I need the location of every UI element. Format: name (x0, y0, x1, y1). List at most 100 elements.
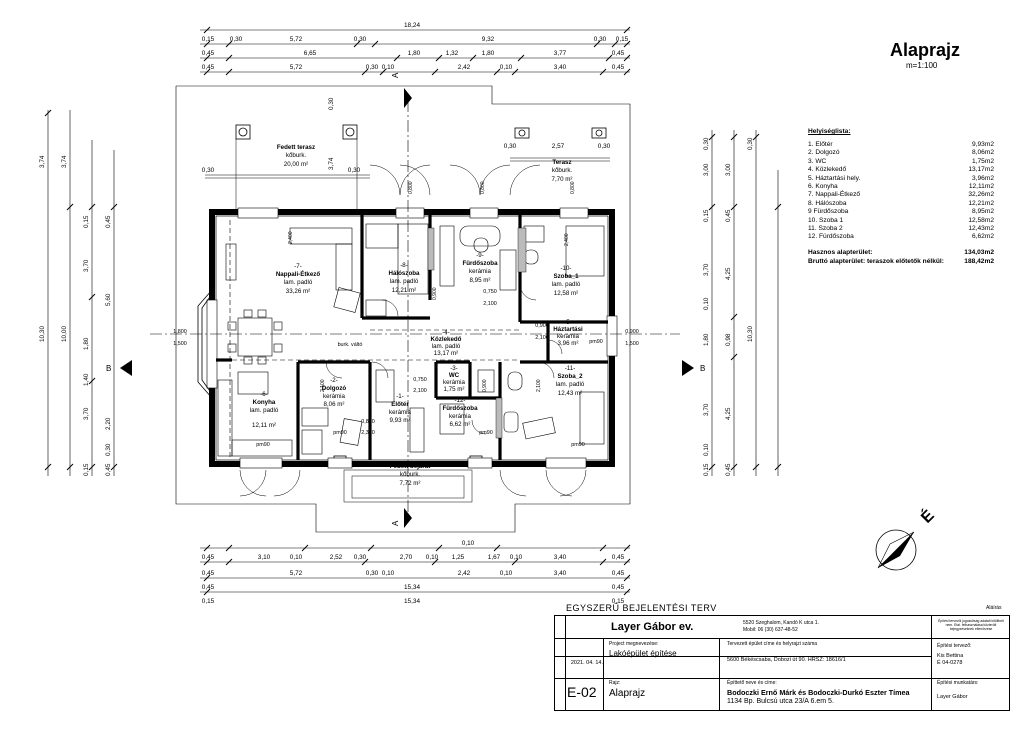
svg-text:33,26 m²: 33,26 m² (286, 288, 310, 295)
svg-text:3,96 m²: 3,96 m² (558, 340, 579, 347)
desk (301, 407, 329, 427)
svg-text:Előtér: Előtér (391, 401, 409, 408)
stamp-note: Építési tervezői jogosultság adatait kit… (938, 619, 1004, 632)
svg-text:0,900: 0,900 (432, 287, 438, 300)
svg-text:0,45: 0,45 (725, 209, 732, 222)
svg-text:2,400: 2,400 (288, 231, 294, 244)
svg-text:0,45: 0,45 (105, 463, 112, 476)
section-markers (120, 88, 694, 528)
svg-text:-1-: -1- (396, 393, 404, 400)
gross-area: Bruttó alapterület: teraszok előtetők né… (808, 257, 994, 265)
svg-text:lam. padló: lam. padló (250, 407, 279, 414)
svg-text:kerámia: kerámia (449, 413, 472, 420)
svg-text:0,45: 0,45 (612, 554, 625, 561)
svg-text:1,67: 1,67 (488, 554, 501, 561)
company-address: 5520 Szeghalom, Kandó K utca 1. (743, 620, 819, 626)
svg-text:2,70: 2,70 (400, 554, 413, 561)
drawing-name: Alaprajz (609, 688, 646, 699)
svg-text:0,15: 0,15 (703, 209, 710, 222)
svg-text:3,74: 3,74 (61, 155, 68, 168)
bed-room1 (565, 225, 605, 277)
list-item: 5. Háztartási hely.3,96m2 (808, 174, 994, 182)
title-block: Layer Gábor ev. 5520 Szeghalom, Kandó K … (554, 615, 1010, 711)
svg-text:1,40: 1,40 (83, 373, 90, 386)
svg-text:1,80: 1,80 (83, 337, 90, 350)
svg-text:12,43 m²: 12,43 m² (558, 390, 582, 397)
svg-text:Fedett terasz: Fedett terasz (277, 144, 315, 151)
svg-text:0,45: 0,45 (202, 570, 215, 577)
svg-text:13,17 m²: 13,17 m² (434, 350, 458, 357)
svg-text:0,15: 0,15 (83, 215, 90, 228)
armchair (333, 287, 361, 313)
svg-text:1,500: 1,500 (625, 341, 639, 347)
svg-text:1,25: 1,25 (452, 554, 465, 561)
svg-text:0,10: 0,10 (290, 554, 303, 561)
sofa-back (289, 227, 353, 245)
designer-name: Kis Bettina (937, 653, 964, 659)
svg-text:3,70: 3,70 (703, 403, 710, 416)
svg-text:0,45: 0,45 (202, 584, 215, 591)
section-b-left: B (106, 364, 111, 373)
svg-text:6,62 m²: 6,62 m² (450, 421, 471, 428)
section-a-top: A (391, 72, 400, 78)
svg-text:0,30: 0,30 (366, 570, 379, 577)
svg-text:kerámia: kerámia (557, 333, 580, 340)
svg-text:2,100: 2,100 (535, 335, 549, 341)
svg-text:2,42: 2,42 (458, 64, 471, 71)
svg-text:3,74: 3,74 (39, 155, 46, 168)
client-name: Bodoczki Ernő Márk és Bodoczki-Durkó Esz… (727, 688, 910, 697)
drawing-title: Alaprajz (890, 40, 961, 60)
svg-text:0,98: 0,98 (725, 333, 732, 346)
dim-left-total: 10,30 (39, 326, 46, 342)
date: 2021. 04. 14. (570, 660, 603, 666)
svg-text:kőburk.: kőburk. (286, 152, 307, 159)
svg-text:5,72: 5,72 (290, 570, 303, 577)
svg-text:WC: WC (449, 372, 460, 379)
svg-text:12,21 m²: 12,21 m² (392, 287, 416, 294)
svg-text:12,58 m²: 12,58 m² (554, 290, 578, 297)
svg-text:0,45: 0,45 (612, 50, 625, 57)
svg-text:0,10: 0,10 (426, 554, 439, 561)
svg-text:0,10: 0,10 (500, 64, 513, 71)
svg-text:4,25: 4,25 (725, 267, 732, 280)
svg-text:pm90: pm90 (333, 430, 347, 436)
right-dimension-text: 10,30 3,00 3,00 0,30 0,30 0,15 0,45 3,70… (703, 137, 754, 476)
manager-name: Layer Gábor (937, 694, 968, 700)
svg-text:0,45: 0,45 (612, 64, 625, 71)
section-a-bottom: A (391, 520, 400, 526)
svg-text:7,70 m²: 7,70 m² (552, 176, 573, 183)
furniture (217, 223, 605, 457)
svg-text:0,15: 0,15 (202, 36, 215, 43)
door-dimension-labels: 1,800 1,500 0,900 1,500 0,750 2,100 0,75… (173, 289, 639, 448)
eave-outline (175, 85, 631, 533)
svg-text:lam. padló: lam. padló (552, 281, 581, 288)
svg-text:0,30: 0,30 (230, 36, 243, 43)
svg-text:0,45: 0,45 (612, 584, 625, 591)
svg-text:0,30: 0,30 (105, 443, 112, 456)
svg-text:2,100: 2,100 (320, 379, 326, 392)
dim-bottom-total-1: 15,34 (404, 584, 420, 591)
svg-text:0,30: 0,30 (366, 64, 379, 71)
svg-text:lam. padló: lam. padló (432, 343, 461, 350)
svg-text:0,800: 0,800 (408, 181, 414, 194)
plan-type: EGYSZERŰ BEJELENTÉSI TERV (566, 603, 717, 613)
svg-text:3,00: 3,00 (725, 163, 732, 176)
svg-text:Terasz: Terasz (552, 159, 571, 166)
svg-text:kerámia: kerámia (389, 409, 412, 416)
svg-text:3,70: 3,70 (83, 407, 90, 420)
svg-text:3,40: 3,40 (554, 64, 567, 71)
